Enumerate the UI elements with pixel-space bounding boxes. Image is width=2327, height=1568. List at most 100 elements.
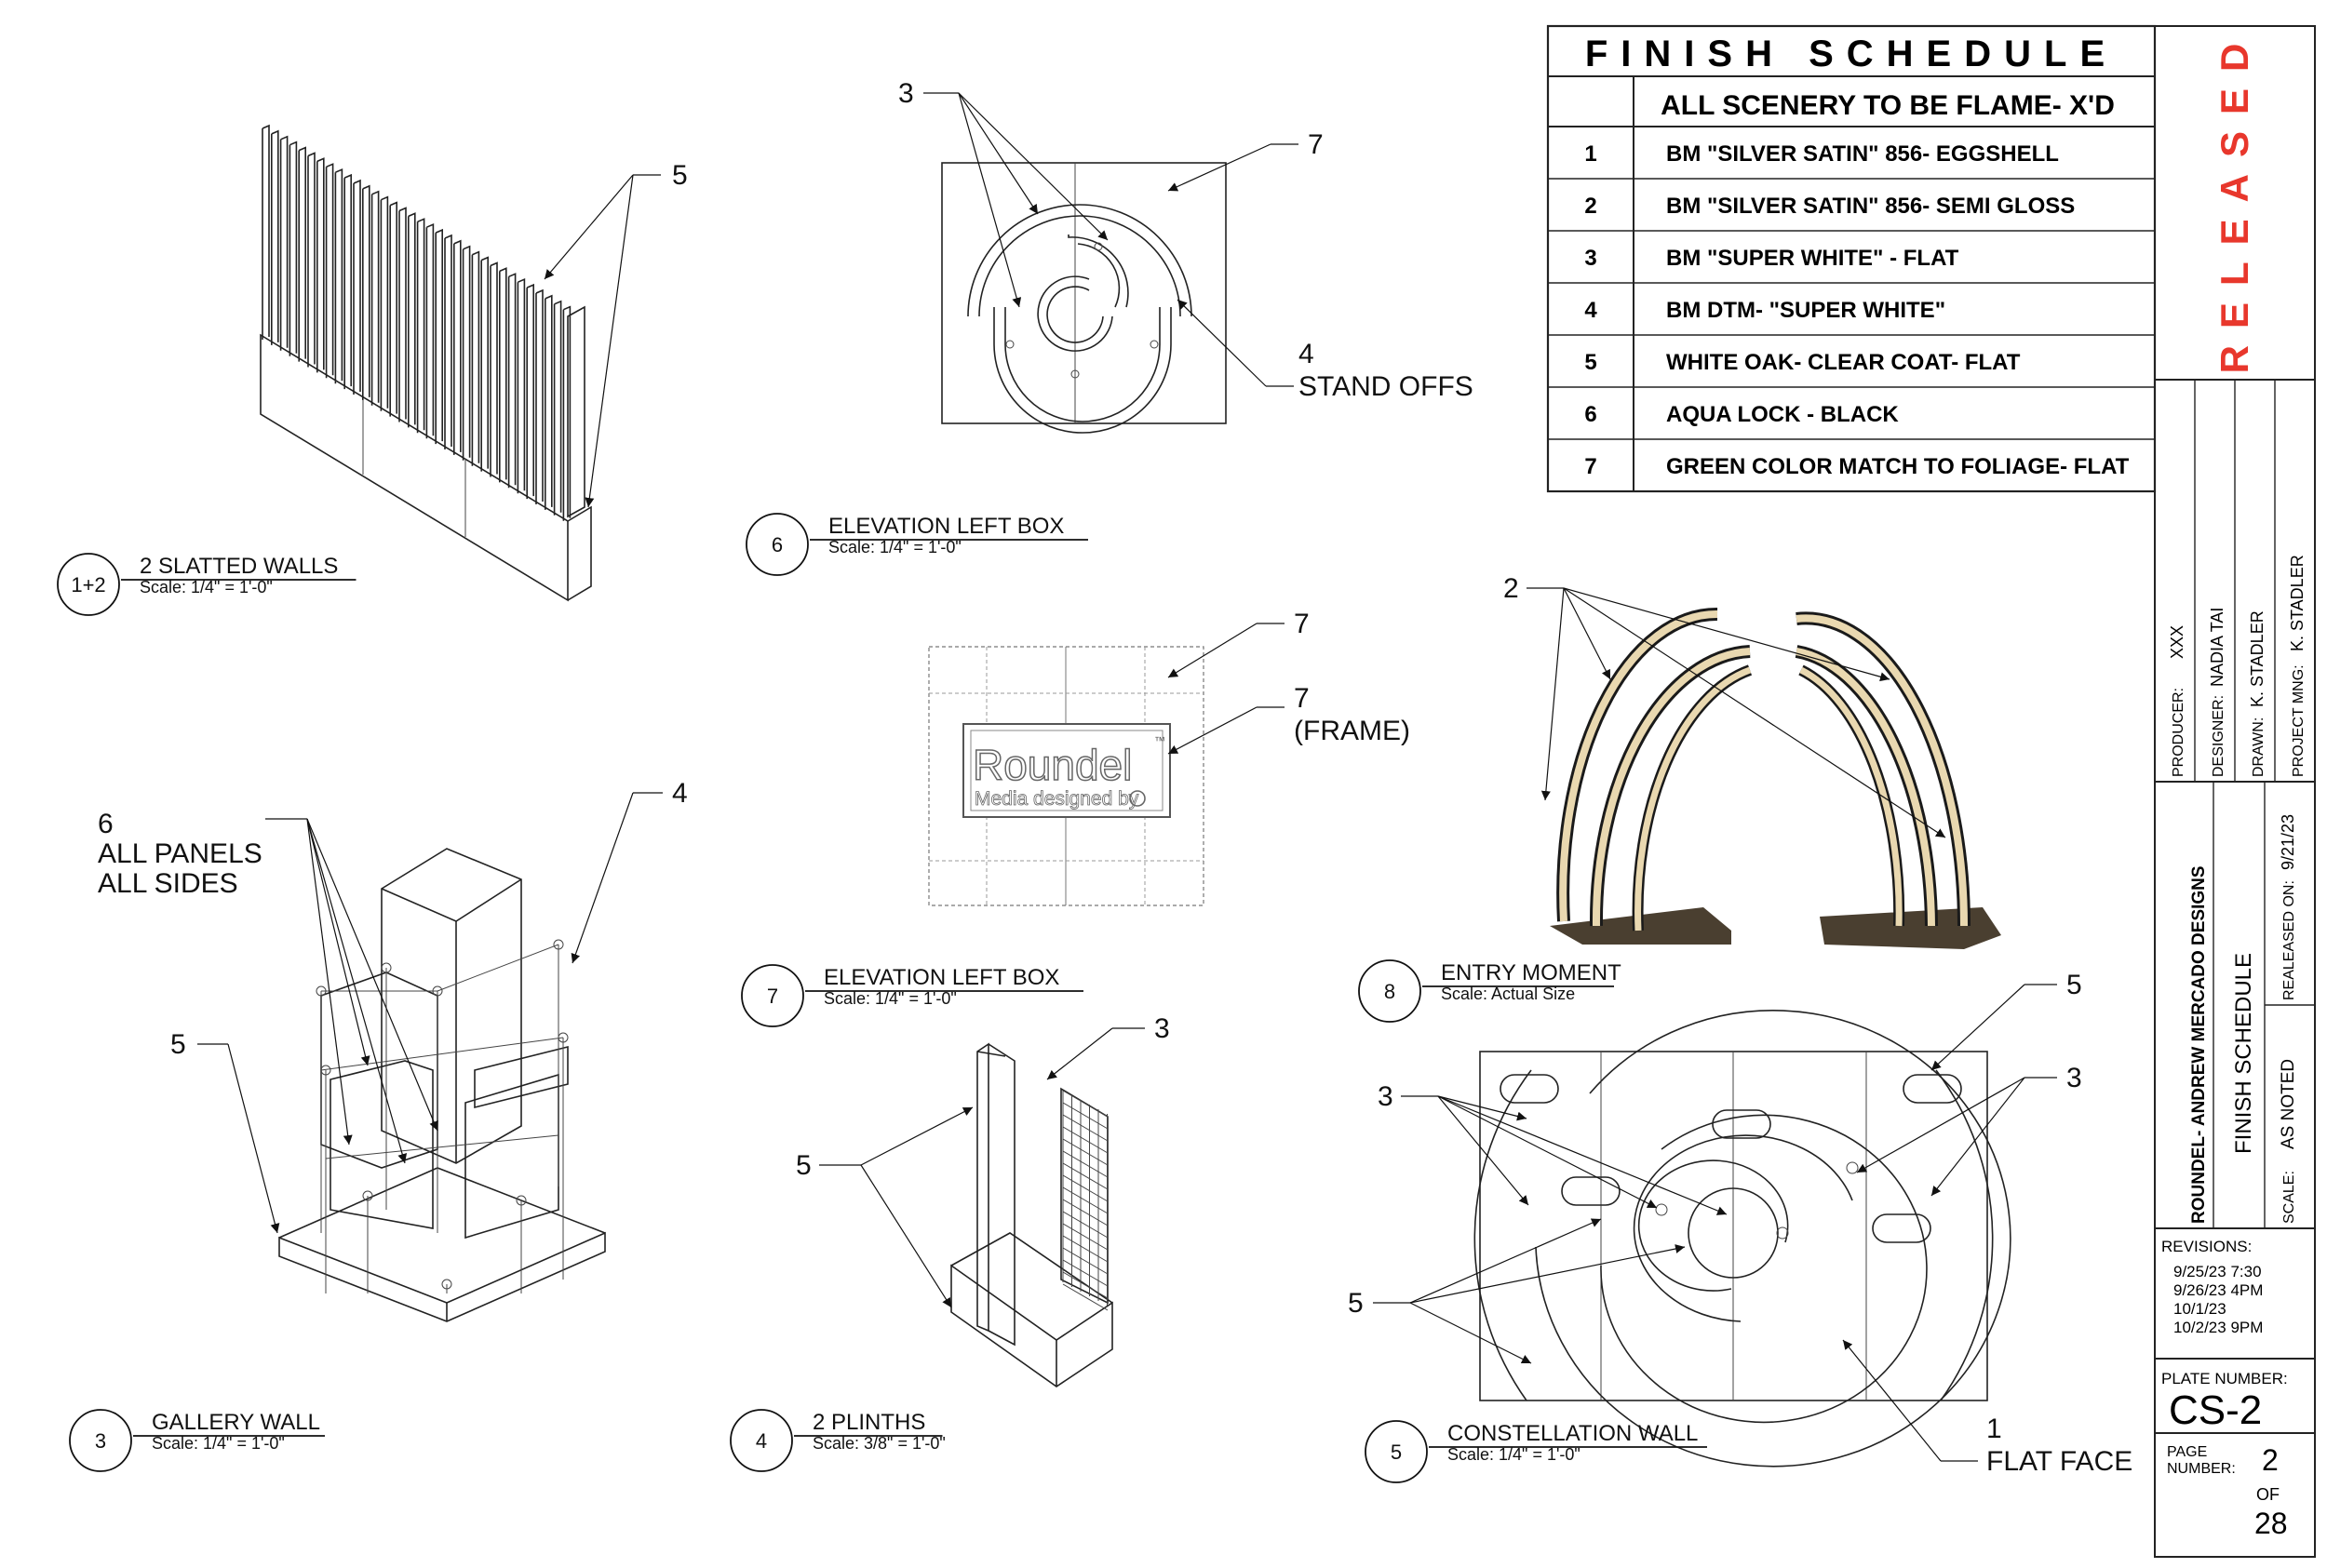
view-scale: Scale: 1/4" = 1'-0" bbox=[824, 989, 957, 1008]
svg-text:1: 1 bbox=[1986, 1414, 2002, 1444]
page-label: PAGE bbox=[2167, 1444, 2207, 1460]
plinths-drawing bbox=[950, 1042, 1113, 1387]
finish-number: 3 bbox=[1584, 246, 1596, 271]
view-number: 1+2 bbox=[71, 573, 105, 596]
constellation-wall-drawing bbox=[1473, 1009, 2011, 1467]
view-number: 5 bbox=[1391, 1441, 1402, 1464]
finish-number: 5 bbox=[1584, 350, 1596, 375]
finish-description: BM "SILVER SATIN" 856- SEMI GLOSS bbox=[1666, 194, 2075, 219]
gallery-callout-4: 4 bbox=[571, 778, 688, 964]
view-number: 6 bbox=[772, 533, 783, 556]
view-title: CONSTELLATION WALL bbox=[1447, 1421, 1698, 1446]
const-callout-3-right: 3 bbox=[1856, 1063, 2082, 1197]
view-number: 4 bbox=[756, 1429, 767, 1453]
view-scale: Scale: 1/4" = 1'-0" bbox=[828, 538, 962, 556]
view-number-bubble bbox=[741, 964, 804, 1027]
designer-label: DESIGNER: bbox=[2211, 695, 2226, 777]
plinth-callout-3: 3 bbox=[1046, 1013, 1170, 1080]
producer-value: XXX bbox=[2168, 625, 2186, 659]
producer-label: PRODUCER: bbox=[2171, 688, 2186, 777]
revisions-label: REVISIONS: bbox=[2161, 1238, 2252, 1255]
finish-number: 4 bbox=[1584, 298, 1597, 323]
gallery-wall-drawing bbox=[278, 848, 606, 1322]
finish-schedule-title: FINISH SCHEDULE bbox=[1585, 34, 2118, 74]
view-scale: Scale: Actual Size bbox=[1441, 985, 1575, 1003]
plate-number-label: PLATE NUMBER: bbox=[2161, 1370, 2288, 1387]
of-label: OF bbox=[2256, 1485, 2280, 1504]
total-pages: 28 bbox=[2254, 1507, 2288, 1540]
svg-text:3: 3 bbox=[1154, 1013, 1170, 1044]
plinth-callout-5: 5 bbox=[796, 1106, 974, 1308]
scale-value: AS NOTED bbox=[2279, 1059, 2298, 1149]
slat-callout-5: 5 bbox=[544, 160, 688, 508]
svg-text:6: 6 bbox=[98, 809, 114, 839]
finish-description: BM "SILVER SATIN" 856- EGGSHELL bbox=[1666, 141, 2059, 167]
svg-text:5: 5 bbox=[170, 1029, 186, 1060]
entry-moment-drawing bbox=[1550, 607, 2001, 949]
finish-schedule-table: FINISH SCHEDULE ALL SCENERY TO BE FLAME-… bbox=[1546, 24, 2157, 493]
view-number: 8 bbox=[1384, 980, 1395, 1003]
finish-description: AQUA LOCK - BLACK bbox=[1666, 402, 1899, 427]
svg-text:ALL SIDES: ALL SIDES bbox=[98, 868, 238, 899]
page-number: 2 bbox=[2262, 1443, 2279, 1477]
elevation-6-drawing bbox=[941, 162, 1227, 434]
const-callout-1: 1 FLAT FACE bbox=[1842, 1339, 2132, 1477]
view-scale: Scale: 1/4" = 1'-0" bbox=[152, 1434, 285, 1453]
svg-text:5: 5 bbox=[2066, 970, 2082, 1000]
finish-description: WHITE OAK- CLEAR COAT- FLAT bbox=[1666, 350, 2021, 375]
scale-label: SCALE: bbox=[2281, 1171, 2297, 1224]
svg-text:3: 3 bbox=[1378, 1081, 1393, 1112]
svg-text:7: 7 bbox=[1308, 129, 1324, 160]
callout-number: 5 bbox=[672, 160, 688, 191]
svg-text:7: 7 bbox=[1294, 683, 1310, 714]
finish-description: GREEN COLOR MATCH TO FOLIAGE- FLAT bbox=[1666, 454, 2130, 479]
view-number-bubble bbox=[746, 513, 809, 576]
elev6-callout-3: 3 bbox=[898, 78, 1109, 308]
sheet-title: FINISH SCHEDULE bbox=[2231, 953, 2256, 1154]
view-title: GALLERY WALL bbox=[152, 1410, 320, 1435]
page-number-label: NUMBER: bbox=[2167, 1461, 2236, 1477]
released-on-label: REALEASED ON: bbox=[2281, 880, 2297, 1000]
view-number-bubble bbox=[1365, 1420, 1428, 1483]
revision-entry: 9/25/23 7:30 bbox=[2173, 1263, 2262, 1280]
view-title: 2 SLATTED WALLS bbox=[140, 554, 338, 579]
const-callout-5-left: 5 bbox=[1348, 1218, 1686, 1364]
roundel-logo-subtext: Media designed by bbox=[975, 788, 1139, 810]
svg-text:5: 5 bbox=[1348, 1288, 1364, 1319]
gallery-callout-5: 5 bbox=[170, 1029, 280, 1234]
title-block: RELEASED PRODUCER: XXX DESIGNER: NADIA T… bbox=[2154, 25, 2316, 1558]
drawn-value: K. STADLER bbox=[2248, 610, 2266, 707]
view-number-bubble bbox=[730, 1409, 793, 1472]
svg-text:3: 3 bbox=[2066, 1063, 2082, 1093]
trademark: ™ bbox=[1154, 734, 1165, 747]
view-number-bubble bbox=[1358, 959, 1421, 1023]
svg-text:3: 3 bbox=[898, 78, 914, 109]
designer-value: NADIA TAI bbox=[2208, 608, 2226, 687]
view-title: ELEVATION LEFT BOX bbox=[828, 514, 1064, 539]
view-number-bubble bbox=[57, 553, 120, 616]
finish-description: BM DTM- "SUPER WHITE" bbox=[1666, 298, 1945, 323]
svg-text:2: 2 bbox=[1503, 573, 1519, 604]
finish-schedule-subtitle: ALL SCENERY TO BE FLAME- X'D bbox=[1661, 90, 2115, 121]
view-number: 3 bbox=[95, 1429, 106, 1453]
finish-number: 1 bbox=[1584, 141, 1596, 167]
elev7-callout-7: 7 7 (FRAME) bbox=[1167, 609, 1410, 755]
svg-text:(FRAME): (FRAME) bbox=[1294, 716, 1410, 746]
view-scale: Scale: 3/8" = 1'-0" bbox=[813, 1434, 946, 1453]
plate-number: CS-2 bbox=[2169, 1387, 2262, 1433]
view-title: ELEVATION LEFT BOX bbox=[824, 965, 1059, 990]
drawn-label: DRAWN: bbox=[2251, 717, 2266, 777]
view-number: 7 bbox=[767, 985, 778, 1008]
const-callout-3-left: 3 bbox=[1378, 1081, 1728, 1215]
svg-text:7: 7 bbox=[1294, 609, 1310, 639]
gallery-callout-6: 6 ALL PANELS ALL SIDES bbox=[98, 809, 438, 1164]
company-name: ROUNDEL- ANDREW MERCADO DESIGNS bbox=[2189, 865, 2209, 1224]
